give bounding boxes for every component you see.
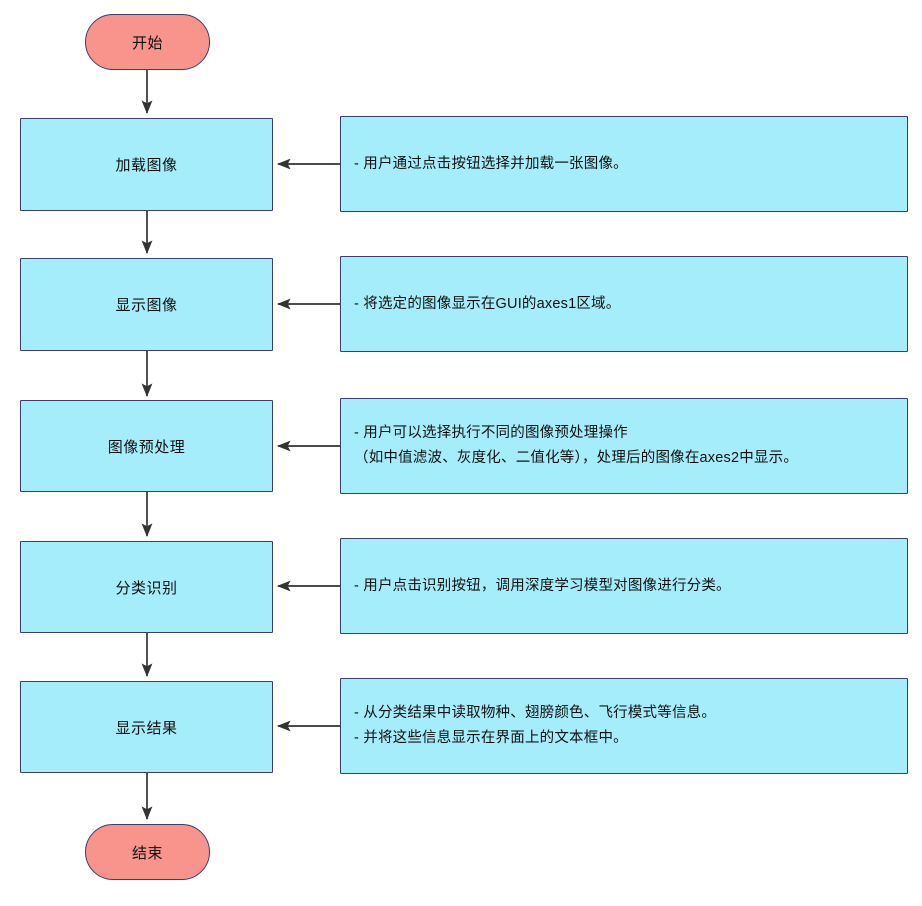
note-display-image[interactable]: - 将选定的图像显示在GUI的axes1区域。: [340, 256, 908, 352]
node-end[interactable]: 结束: [85, 824, 210, 880]
node-preprocess-label: 图像预处理: [107, 438, 186, 456]
node-display-image[interactable]: 显示图像: [20, 258, 273, 351]
note-display-image-line-1: - 将选定的图像显示在GUI的axes1区域。: [354, 295, 621, 312]
node-start-label: 开始: [131, 34, 163, 52]
note-load-image-line-1: - 用户通过点击按钮选择并加载一张图像。: [354, 155, 628, 172]
note-preprocess-line-1: - 用户可以选择执行不同的图像预处理操作: [354, 425, 628, 441]
node-load-image[interactable]: 加载图像: [20, 118, 273, 211]
node-show-result-label: 显示结果: [115, 719, 178, 737]
note-load-image[interactable]: - 用户通过点击按钮选择并加载一张图像。: [340, 116, 908, 212]
node-load-image-label: 加载图像: [115, 157, 178, 174]
note-show-result[interactable]: - 从分类结果中读取物种、翅膀颜色、飞行模式等信息。 - 并将这些信息显示在界面…: [340, 678, 908, 774]
node-start[interactable]: 开始: [85, 14, 210, 70]
node-preprocess[interactable]: 图像预处理: [20, 400, 273, 492]
node-end-label: 结束: [131, 844, 163, 862]
node-classify[interactable]: 分类识别: [20, 541, 273, 633]
note-preprocess[interactable]: - 用户可以选择执行不同的图像预处理操作 （如中值滤波、灰度化、二值化等），处理…: [340, 398, 908, 494]
node-show-result[interactable]: 显示结果: [20, 681, 273, 773]
note-preprocess-line-2: （如中值滤波、灰度化、二值化等），处理后的图像在axes2中显示。: [354, 450, 799, 466]
note-classify-line-1: - 用户点击识别按钮，调用深度学习模型对图像进行分类。: [354, 577, 731, 594]
note-show-result-line-2: - 并将这些信息显示在界面上的文本框中。: [354, 730, 628, 746]
node-classify-label: 分类识别: [115, 579, 178, 597]
note-show-result-line-1: - 从分类结果中读取物种、翅膀颜色、飞行模式等信息。: [354, 705, 717, 721]
note-classify[interactable]: - 用户点击识别按钮，调用深度学习模型对图像进行分类。: [340, 538, 908, 634]
node-display-image-label: 显示图像: [115, 297, 178, 314]
